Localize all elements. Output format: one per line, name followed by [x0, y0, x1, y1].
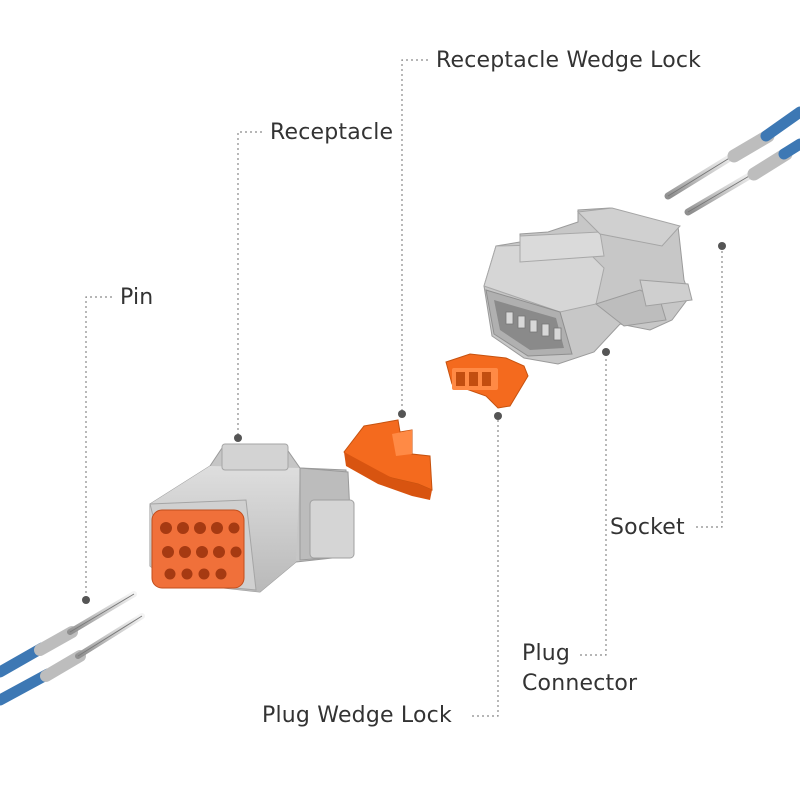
- label-pin: Pin: [120, 285, 154, 310]
- pin-with-wire-upper: [0, 591, 137, 678]
- dot-receptacle-wedge-lock: [398, 410, 406, 418]
- plug-connector-housing: [483, 207, 693, 365]
- pin-with-wire-lower: [0, 613, 145, 706]
- label-socket: Socket: [610, 515, 685, 540]
- dot-plug-connector: [602, 348, 610, 356]
- dot-pin: [82, 596, 90, 604]
- leader-lines: [85, 59, 723, 717]
- leader-plug-wedge-lock: [472, 416, 499, 717]
- leader-pin: [85, 296, 112, 598]
- receptacle-housing: [149, 443, 355, 593]
- socket-with-wire-upper: [664, 106, 800, 200]
- socket-with-wire-lower: [684, 138, 800, 216]
- label-plug-wedge-lock: Plug Wedge Lock: [262, 703, 452, 728]
- dot-plug-wedge-lock: [494, 412, 502, 420]
- receptacle-pin-cavities: [151, 509, 245, 589]
- leader-socket: [696, 248, 723, 528]
- leader-dots: [82, 242, 726, 604]
- leader-receptacle: [237, 131, 262, 436]
- dot-socket: [718, 242, 726, 250]
- leader-plug-connector: [580, 352, 607, 656]
- plug-connector-contacts: [505, 311, 562, 341]
- receptacle-wedge-lock-part: [343, 419, 433, 500]
- label-plug-connector-line2: Connector: [522, 671, 638, 696]
- leader-receptacle-wedge-lock: [401, 59, 428, 412]
- label-receptacle: Receptacle: [270, 120, 394, 145]
- label-receptacle-wedge-lock: Receptacle Wedge Lock: [436, 48, 702, 73]
- dot-receptacle: [234, 434, 242, 442]
- plug-wedge-lock-part: [445, 353, 529, 409]
- label-plug-connector-line1: Plug: [522, 641, 571, 666]
